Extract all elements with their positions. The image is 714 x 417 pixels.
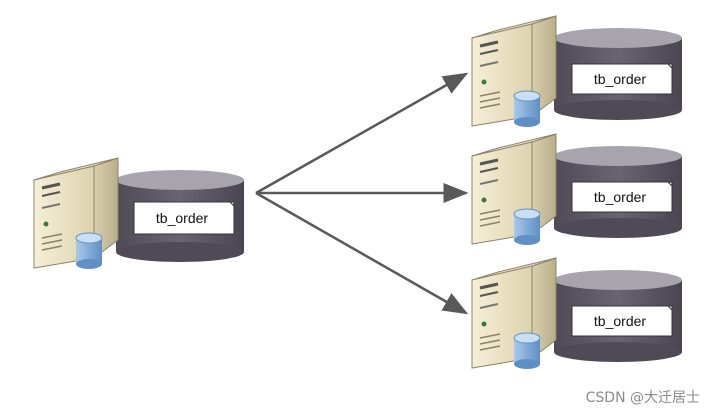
target-table-label-3: tb_order [594, 313, 646, 329]
arrow-to-node-3 [255, 191, 469, 315]
table-label-box [571, 63, 673, 95]
source-node: tb_order [32, 156, 246, 271]
table-label-box [571, 181, 673, 213]
target-node-1: tb_order [470, 14, 684, 129]
watermark: CSDN @大迁居士 [585, 390, 700, 406]
target-node-3: tb_order [470, 256, 684, 371]
source-table-label: tb_order [156, 210, 208, 226]
target-table-label-1: tb_order [594, 71, 646, 87]
target-node-2: tb_order [470, 132, 684, 247]
target-table-label-2: tb_order [594, 189, 646, 205]
replication-arrows [255, 72, 469, 315]
arrow-to-node-1 [255, 72, 469, 195]
